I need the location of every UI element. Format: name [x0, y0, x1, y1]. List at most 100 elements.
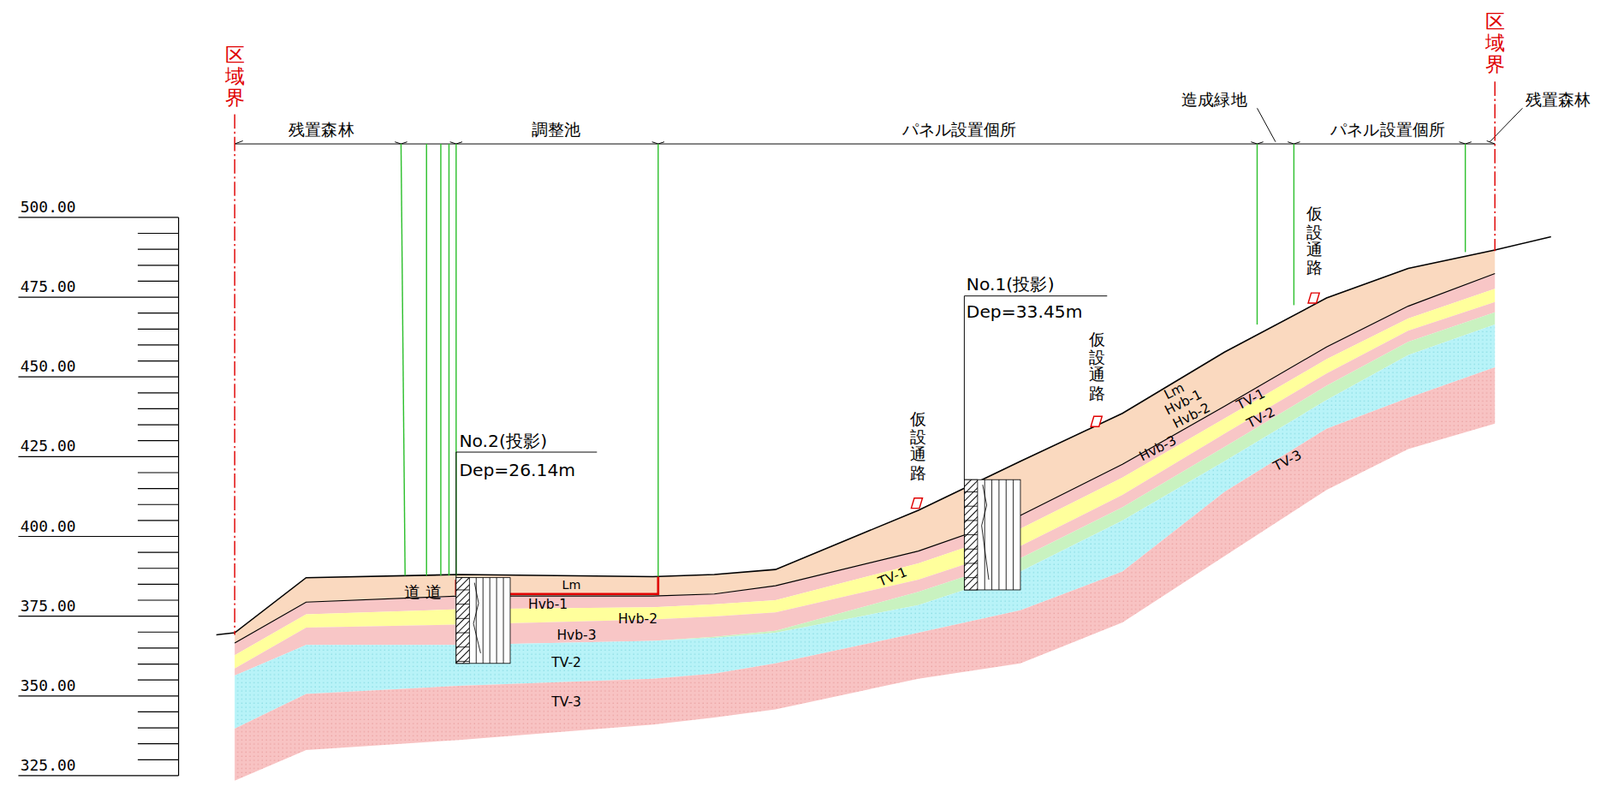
borehole-grid	[482, 577, 484, 664]
borehole-grid	[998, 479, 1000, 590]
ruler-major-tick	[17, 615, 179, 617]
ruler-major-tick	[17, 535, 179, 537]
ruler-minor-tick	[137, 743, 179, 744]
ruler-major-tick	[17, 774, 179, 776]
ruler-minor-tick	[137, 360, 179, 362]
borehole-grid	[503, 577, 505, 664]
zone-label: パネル設置個所	[902, 121, 1018, 141]
borehole-callout: Dep=26.14m	[458, 460, 576, 481]
borehole-grid	[991, 479, 993, 590]
borehole-grid	[456, 632, 470, 634]
borehole-grid	[963, 491, 977, 493]
ruler-minor-tick	[137, 232, 179, 234]
ruler-minor-tick	[137, 679, 179, 681]
borehole-grid	[489, 577, 491, 664]
elevation-number: 400.00	[20, 517, 77, 536]
ground-line	[216, 237, 1552, 636]
ruler-minor-tick	[137, 440, 179, 441]
ruler-minor-tick	[137, 711, 179, 713]
ruler-minor-tick	[137, 567, 179, 569]
elevation-number: 350.00	[20, 678, 77, 696]
strata	[216, 237, 1552, 781]
ruler-minor-tick	[137, 647, 179, 649]
borehole-column	[456, 577, 511, 664]
zone-label: パネル設置個所	[1330, 121, 1446, 141]
ruler-minor-tick	[137, 583, 179, 585]
stratum-label: Lm	[562, 578, 582, 593]
borehole-grid	[963, 519, 977, 521]
borehole-logs	[456, 479, 1021, 664]
zone-lines	[400, 143, 1465, 577]
road-label: 仮設通路	[910, 410, 927, 482]
borehole-grid	[1005, 479, 1007, 590]
ruler-major-tick	[17, 695, 179, 696]
ruler-minor-tick	[137, 487, 179, 489]
borehole-lithology	[456, 577, 470, 664]
ruler-minor-tick	[137, 552, 179, 554]
ruler-minor-tick	[137, 392, 179, 393]
borehole-callout: Dep=33.45m	[966, 302, 1083, 322]
elevation-number: 325.00	[20, 757, 77, 776]
ruler-minor-tick	[137, 663, 179, 665]
road-label: 仮設通路	[1088, 330, 1106, 403]
elevation-number: 425.00	[20, 438, 77, 457]
ruler-minor-tick	[137, 423, 179, 425]
stratum-band	[234, 367, 1495, 781]
ruler-major-tick	[17, 216, 179, 218]
zone-label: 残置森林	[1525, 90, 1591, 110]
boundary-label: 区域界	[1485, 11, 1505, 76]
borehole-grid	[963, 562, 977, 564]
ruler-major-tick	[17, 456, 179, 458]
layer-boundary	[234, 273, 1495, 643]
ruler-minor-tick	[137, 408, 179, 410]
n-value-curve	[473, 582, 481, 654]
borehole-callout: No.1(投影)	[966, 274, 1055, 295]
borehole-grid	[456, 660, 470, 662]
borehole-grid	[456, 588, 470, 590]
ruler-minor-tick	[137, 471, 179, 473]
ruler-minor-tick	[137, 264, 179, 266]
ruler-minor-tick	[137, 599, 179, 601]
elevation-ruler	[17, 217, 179, 776]
borehole-grid	[963, 576, 977, 578]
ruler-minor-tick	[137, 328, 179, 330]
ruler-axis	[178, 217, 179, 776]
road-markers	[910, 292, 1320, 509]
ruler-minor-tick	[137, 519, 179, 521]
elevation-number: 475.00	[20, 279, 77, 298]
dimension-line	[234, 107, 1523, 144]
zone-label: 造成緑地	[1181, 90, 1247, 110]
stratum-label: Hvb-1	[528, 597, 568, 613]
borehole-lithology	[963, 479, 977, 590]
zone-label: 残置森林	[288, 121, 354, 141]
zone-label: 道	[404, 583, 421, 603]
elevation-number: 450.00	[20, 358, 77, 377]
ruler-major-tick	[17, 376, 179, 378]
ruler-minor-tick	[137, 280, 179, 282]
stratum-label: TV-2	[551, 655, 582, 672]
stratum-label: Hvb-3	[556, 628, 596, 644]
ruler-minor-tick	[137, 312, 179, 314]
borehole-grid	[496, 577, 498, 664]
road-label: 仮設通路	[1306, 204, 1323, 277]
stratum-label: Hvb-2	[618, 612, 658, 628]
stratum-label: TV-3	[551, 695, 582, 711]
elevation-number: 500.00	[20, 199, 77, 218]
n-value-curve	[981, 484, 989, 580]
boundary-label: 区域界	[225, 44, 245, 109]
borehole-callout: No.2(投影)	[458, 431, 548, 452]
zone-label: 調整池	[531, 121, 581, 141]
borehole-grid	[456, 618, 470, 619]
boundary-lines	[234, 81, 1495, 635]
ruler-minor-tick	[137, 249, 179, 250]
ruler-minor-tick	[137, 631, 179, 633]
borehole-grid	[963, 548, 977, 550]
borehole-grid	[456, 603, 470, 605]
ruler-minor-tick	[137, 344, 179, 345]
ruler-minor-tick	[137, 759, 179, 761]
borehole-grid	[1012, 479, 1014, 590]
zone-label: 道	[425, 583, 442, 603]
borehole-column	[963, 479, 1021, 590]
